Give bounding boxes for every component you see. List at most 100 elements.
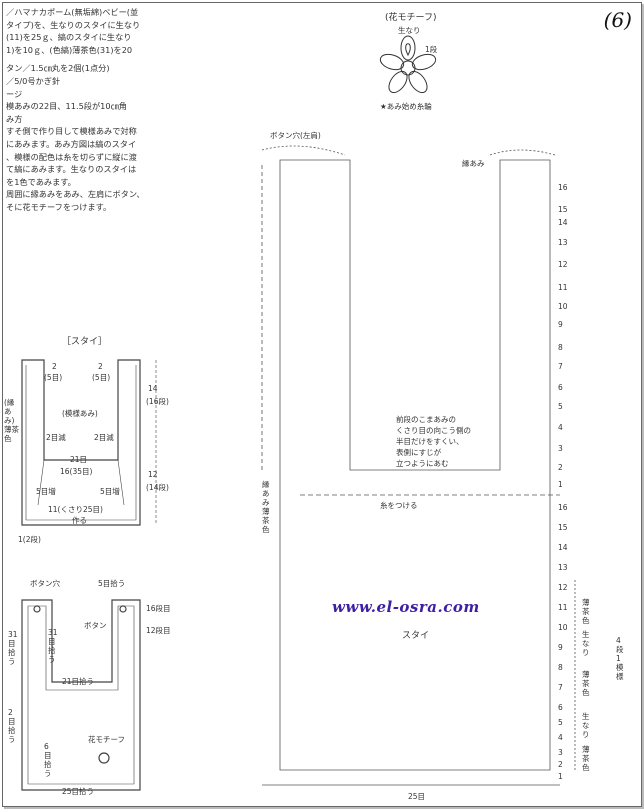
color-band: 薄茶色 <box>582 670 590 697</box>
assembly-pick25: 25目拾う <box>62 787 95 796</box>
assembly-pick21: 21目拾う <box>62 677 95 686</box>
schematic-height-bottom-a: 12 <box>148 470 158 479</box>
instruction-line: (11)を25ｇ、縞のスタイに生なり <box>6 32 132 43</box>
assembly-buttonhole: ボタン穴 <box>30 579 60 588</box>
row-label: 8 <box>558 663 563 672</box>
row-label: 9 <box>558 643 563 652</box>
instruction-line: ／5/0号かぎ針 <box>6 75 61 86</box>
schematic-mid-width-a: 21目 <box>70 455 88 464</box>
assembly-pick31-left: 31目拾う <box>8 630 18 666</box>
schematic-mid-width-b: 16(35目) <box>60 467 93 476</box>
instruction-line: タイプ)を、生なりのスタイに生なり <box>6 19 141 30</box>
instruction-line: 1)を10ｇ、(色縞)薄茶色(31)を20 <box>6 44 133 55</box>
row-label: 5 <box>558 718 563 727</box>
watermark-text: www.el-osra.com <box>332 598 480 616</box>
schematic-edge-label: (縁あみ)薄茶色 <box>4 398 19 443</box>
schematic-height-top-b: (16段) <box>146 397 169 406</box>
row-label: 13 <box>558 238 568 247</box>
chart-edge-color: 縁あみ薄茶色 <box>262 480 270 534</box>
row-label: 1 <box>558 772 563 781</box>
instruction-line: ／ハマナカポーム(無垢綿)ベビー(並 <box>6 7 139 17</box>
row-label: 15 <box>558 205 568 214</box>
row-label: 8 <box>558 343 563 352</box>
chart-buttonhole: ボタン穴(左肩) <box>270 131 321 140</box>
schematic-title: ［スタイ］ <box>62 337 108 347</box>
schematic-top-right-a: 2 <box>98 362 103 371</box>
row-label: 2 <box>558 760 563 769</box>
row-label: 3 <box>558 444 563 453</box>
instruction-line: そに花モチーフをつけます。 <box>6 201 112 212</box>
row-label: 6 <box>558 383 563 392</box>
instruction-line: 模あみの22目、11.5段が10㎝角 <box>6 101 127 112</box>
schematic-top-left-b: (5目) <box>44 373 63 382</box>
repeat-label: 4段1模様 <box>616 636 624 681</box>
assembly-row12: 12段目 <box>146 626 171 635</box>
color-band: 薄茶色 <box>582 598 590 625</box>
color-band: 生なり <box>582 712 590 739</box>
schematic-height-top-a: 14 <box>148 384 158 393</box>
motif-color: 生なり <box>398 26 421 35</box>
color-band: 生なり <box>582 630 590 657</box>
row-label: 3 <box>558 748 563 757</box>
color-band: 薄茶色 <box>582 745 590 772</box>
instruction-line: タン／1.5㎝丸を2個(1点分) <box>6 63 110 74</box>
instruction-line: て縞にあみます。生なりのスタイは <box>6 164 137 175</box>
row-label: 11 <box>558 283 568 292</box>
chart-note-1: 前段のこまあみの <box>396 415 456 424</box>
row-label: 5 <box>558 402 563 411</box>
assembly-diagram <box>21 599 141 791</box>
instruction-line: を1色であみます。 <box>6 176 76 187</box>
page-number: (6) <box>603 8 632 32</box>
instruction-line: すそ側で作り目して模様あみで対称 <box>6 126 137 137</box>
row-label: 7 <box>558 362 563 371</box>
instruction-line: にあみます。あみ方図は縞のスタイ <box>6 138 137 149</box>
assembly-row16: 16段目 <box>146 604 171 613</box>
row-label: 4 <box>558 423 563 432</box>
row-label: 16 <box>558 503 568 512</box>
row-label: 12 <box>558 260 568 269</box>
schematic-bottom-left: 1(2段) <box>18 535 41 544</box>
schematic-inc-right: 5目増 <box>100 487 120 496</box>
chart-edge: 縁あみ <box>462 159 485 168</box>
row-label: 10 <box>558 623 568 632</box>
chart-note-4: 表側にすじが <box>396 448 442 457</box>
assembly-pick2-left: 2目拾う <box>8 708 16 744</box>
instruction-line: 周囲に縁あみをあみ、左肩にボタン、 <box>6 189 145 200</box>
row-label: 4 <box>558 733 563 742</box>
schematic-dec-right: 2目減 <box>94 433 114 442</box>
instruction-line: み方 <box>6 113 23 124</box>
assembly-pick31-inner: 31目拾う <box>48 628 58 664</box>
schematic-top-right-b: (5目) <box>92 373 111 382</box>
crochet-chart <box>261 145 576 786</box>
row-label: 7 <box>558 683 563 692</box>
schematic-inc-left: 5目増 <box>36 487 56 496</box>
chart-note-2: くさり目の向こう側の <box>396 426 471 435</box>
schematic-cast-on: 11(くさり25目) <box>48 505 103 514</box>
instruction-line: 、模様の配色は糸を切らずに縦に渡 <box>6 151 137 162</box>
row-label: 6 <box>558 703 563 712</box>
assembly-pick6: 6目拾う <box>44 742 52 778</box>
row-label: 9 <box>558 320 563 329</box>
flower-motif-diagram <box>379 35 437 94</box>
schematic-top-left-a: 2 <box>52 362 57 371</box>
instructions-text: ／ハマナカポーム(無垢綿)ベビー(並 タイプ)を、生なりのスタイに生なり (11… <box>6 6 172 214</box>
instruction-line: ージ <box>6 88 23 99</box>
row-label: 10 <box>558 302 568 311</box>
assembly-button: ボタン <box>84 621 107 630</box>
row-label: 13 <box>558 563 568 572</box>
chart-width-bottom: 25目 <box>408 792 426 801</box>
row-label: 15 <box>558 523 568 532</box>
chart-note-3: 半目だけをすくい、 <box>396 437 464 446</box>
row-label: 14 <box>558 218 568 227</box>
row-label: 2 <box>558 463 563 472</box>
chart-note-5: 立つようにあむ <box>396 459 449 468</box>
motif-row-label: 1段 <box>425 45 438 54</box>
schematic-dec-left: 2目減 <box>46 433 66 442</box>
schematic-cast-on-note: 作る <box>72 516 87 525</box>
chart-attach: 糸をつける <box>380 501 418 510</box>
motif-title: (花モチーフ) <box>385 13 437 23</box>
motif-start-note: ★あみ始め糸輪 <box>380 102 432 111</box>
schematic-pattern-label: (模様あみ) <box>62 409 98 418</box>
